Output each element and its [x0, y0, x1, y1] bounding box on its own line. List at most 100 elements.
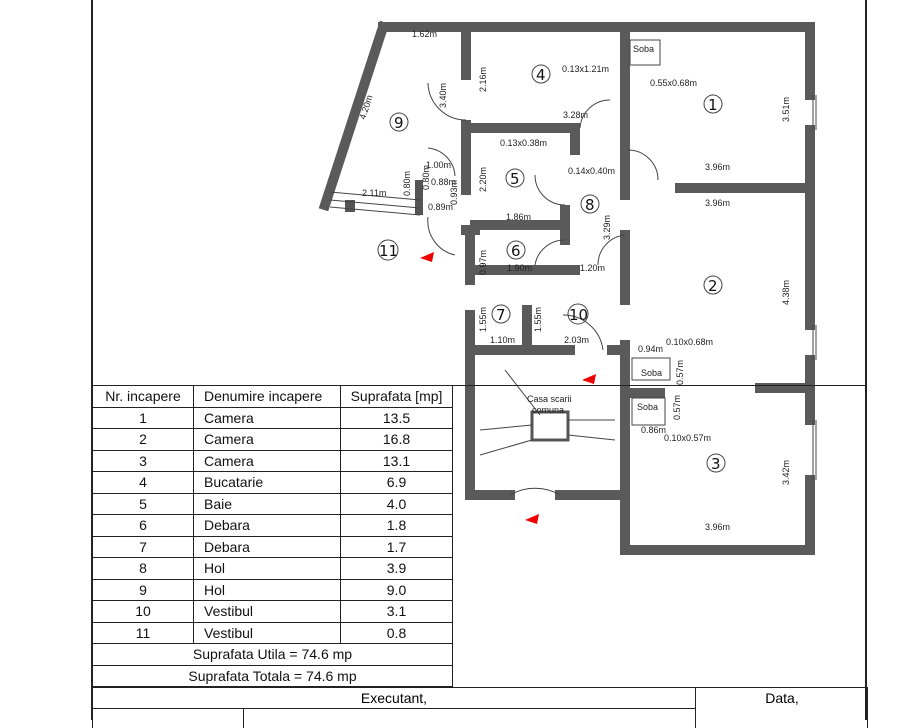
room-name: Hol: [193, 578, 341, 601]
room-area: 4.0: [340, 492, 453, 515]
room-number-2: 2: [708, 277, 718, 295]
header-name: Denumire incapere: [193, 385, 341, 408]
frame-left: [91, 0, 93, 720]
room-number-5: 5: [510, 170, 520, 188]
dimension-label: 3.51m: [781, 97, 791, 122]
frame-right: [865, 0, 867, 720]
signature-block: Executant, Data,: [92, 687, 868, 728]
dimension-label: 0.89m: [428, 202, 453, 212]
dimension-label: 1.86m: [506, 212, 531, 222]
room-area: 6.9: [340, 471, 453, 494]
room-nr: 11: [92, 621, 194, 644]
soba-label: Soba: [637, 402, 658, 412]
dimension-label: 2.20m: [478, 167, 488, 192]
room-area: 1.8: [340, 514, 453, 537]
dimension-label: 1.00m: [426, 160, 451, 170]
room-number-9: 9: [394, 114, 404, 132]
room-nr: 4: [92, 471, 194, 494]
dimension-label: 0.55x0.68m: [650, 78, 697, 88]
room-number-11: 11: [379, 242, 398, 260]
dimension-label: 3.29m: [602, 215, 612, 240]
room-area: 13.1: [340, 449, 453, 472]
dimension-label: 1.10m: [490, 335, 515, 345]
plan-labels: Soba Soba Soba Casa scarii comuna: [527, 44, 662, 415]
executant-label: Executant,: [360, 690, 428, 706]
dimension-label: 0.14x0.40m: [568, 166, 615, 176]
date-label: Data,: [695, 688, 868, 728]
usable-area: Suprafata Utila = 74.6 mp: [92, 643, 453, 666]
room-number-10: 10: [569, 306, 588, 324]
dimension-label: 0.97m: [478, 250, 488, 275]
header-area: Suprafata [mp]: [340, 385, 453, 408]
dimension-label: 1.20m: [580, 263, 605, 273]
room-number-8: 8: [585, 196, 595, 214]
room-nr: 5: [92, 492, 194, 515]
dimension-label: 0.94m: [638, 344, 663, 354]
dimension-label: 0.88m: [431, 177, 456, 187]
dimension-label: 0.86m: [641, 425, 666, 435]
room-area: 3.1: [340, 600, 453, 623]
room-name: Camera: [193, 449, 341, 472]
room-area: 16.8: [340, 428, 453, 451]
red-markers: [420, 252, 596, 524]
room-name: Baie: [193, 492, 341, 515]
room-number-7: 7: [496, 306, 506, 324]
room-name: Camera: [193, 406, 341, 429]
dimension-label: 3.40m: [438, 83, 448, 108]
dimension-label: 2.11m: [362, 188, 386, 198]
dimension-label: 1.90m: [507, 263, 532, 273]
room-nr: 10: [92, 600, 194, 623]
room-number-1: 1: [708, 96, 718, 114]
soba-label: Soba: [633, 44, 654, 54]
dimension-label: 3.96m: [705, 522, 730, 532]
dimension-label: 0.93m: [449, 180, 459, 205]
room-number-6: 6: [511, 242, 521, 260]
header-nr: Nr. incapere: [92, 385, 194, 408]
dimension-label: 3.28m: [563, 110, 588, 120]
dimension-label: 0.57m: [672, 395, 682, 420]
dimension-label: 2.16m: [478, 67, 488, 92]
room-name: Debara: [193, 535, 341, 558]
dimension-label: 3.96m: [705, 162, 730, 172]
room-number-4: 4: [536, 66, 546, 84]
dimension-label: 1.62m: [412, 29, 437, 39]
room-area: 0.8: [340, 621, 453, 644]
room-name: Camera: [193, 428, 341, 451]
room-numbers: 1 2 3 4 5 6 7 8 9 10 11: [377, 64, 726, 473]
dimension-label: 2.03m: [564, 335, 589, 345]
room-name: Vestibul: [193, 621, 341, 644]
room-name: Debara: [193, 514, 341, 537]
dimension-label: 0.10x0.57m: [664, 433, 711, 443]
dimension-label: 4.38m: [781, 280, 791, 305]
room-nr: 3: [92, 449, 194, 472]
dimension-label: 3.96m: [705, 198, 730, 208]
room-nr: 1: [92, 406, 194, 429]
walls: [318, 20, 815, 555]
interior-lines: [329, 39, 817, 496]
dimension-label: 0.13x1.21m: [562, 64, 609, 74]
dimension-label: 1.55m: [533, 307, 543, 332]
dimension-label: 3.42m: [781, 460, 791, 485]
dimension-label: 0.80m: [421, 165, 431, 190]
table-header-row: Nr. incapere Denumire incapere Suprafata…: [92, 385, 453, 408]
room-area: 1.7: [340, 535, 453, 558]
room-table: Nr. incapere Denumire incapere Suprafata…: [92, 385, 453, 687]
room-name: Bucatarie: [193, 471, 341, 494]
room-nr: 7: [92, 535, 194, 558]
room-nr: 8: [92, 557, 194, 580]
dimension-label: 0.57m: [675, 360, 685, 385]
dimension-label: 0.13x0.38m: [500, 138, 547, 148]
soba-label: Soba: [641, 368, 662, 378]
